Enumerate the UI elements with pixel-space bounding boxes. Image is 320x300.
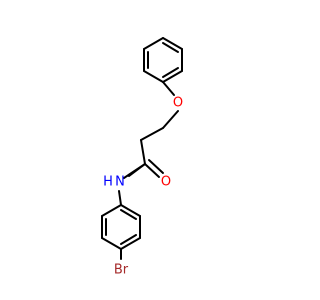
double-bond (162, 67, 179, 78)
ether-oxygen-label: O (173, 96, 183, 111)
bond (162, 81, 175, 96)
bond (118, 190, 122, 206)
double-bond (120, 209, 137, 220)
molecule-diagram: O O H N Br (101, 37, 183, 278)
bond (143, 37, 164, 50)
bond (162, 110, 179, 129)
double-bond (162, 42, 179, 53)
bond (101, 237, 122, 250)
bond (140, 127, 164, 141)
bromine-label: Br (114, 263, 129, 278)
bond (140, 139, 146, 165)
bond (162, 37, 183, 50)
bond (101, 204, 122, 217)
structure-svg: O O H N Br (101, 37, 183, 278)
double-bond (144, 163, 160, 178)
bond (162, 70, 183, 83)
bond (120, 204, 141, 217)
bond (120, 237, 141, 250)
bromophenyl-ring (101, 204, 141, 250)
carbonyl-oxygen-label: O (161, 175, 171, 190)
nitrogen-label: N (115, 175, 125, 190)
double-bond (148, 159, 164, 174)
bond (128, 163, 146, 177)
phenyl-ring (143, 37, 183, 83)
double-bond (120, 234, 137, 245)
bond (143, 70, 164, 83)
nitrogen-h-label: H (103, 175, 113, 190)
